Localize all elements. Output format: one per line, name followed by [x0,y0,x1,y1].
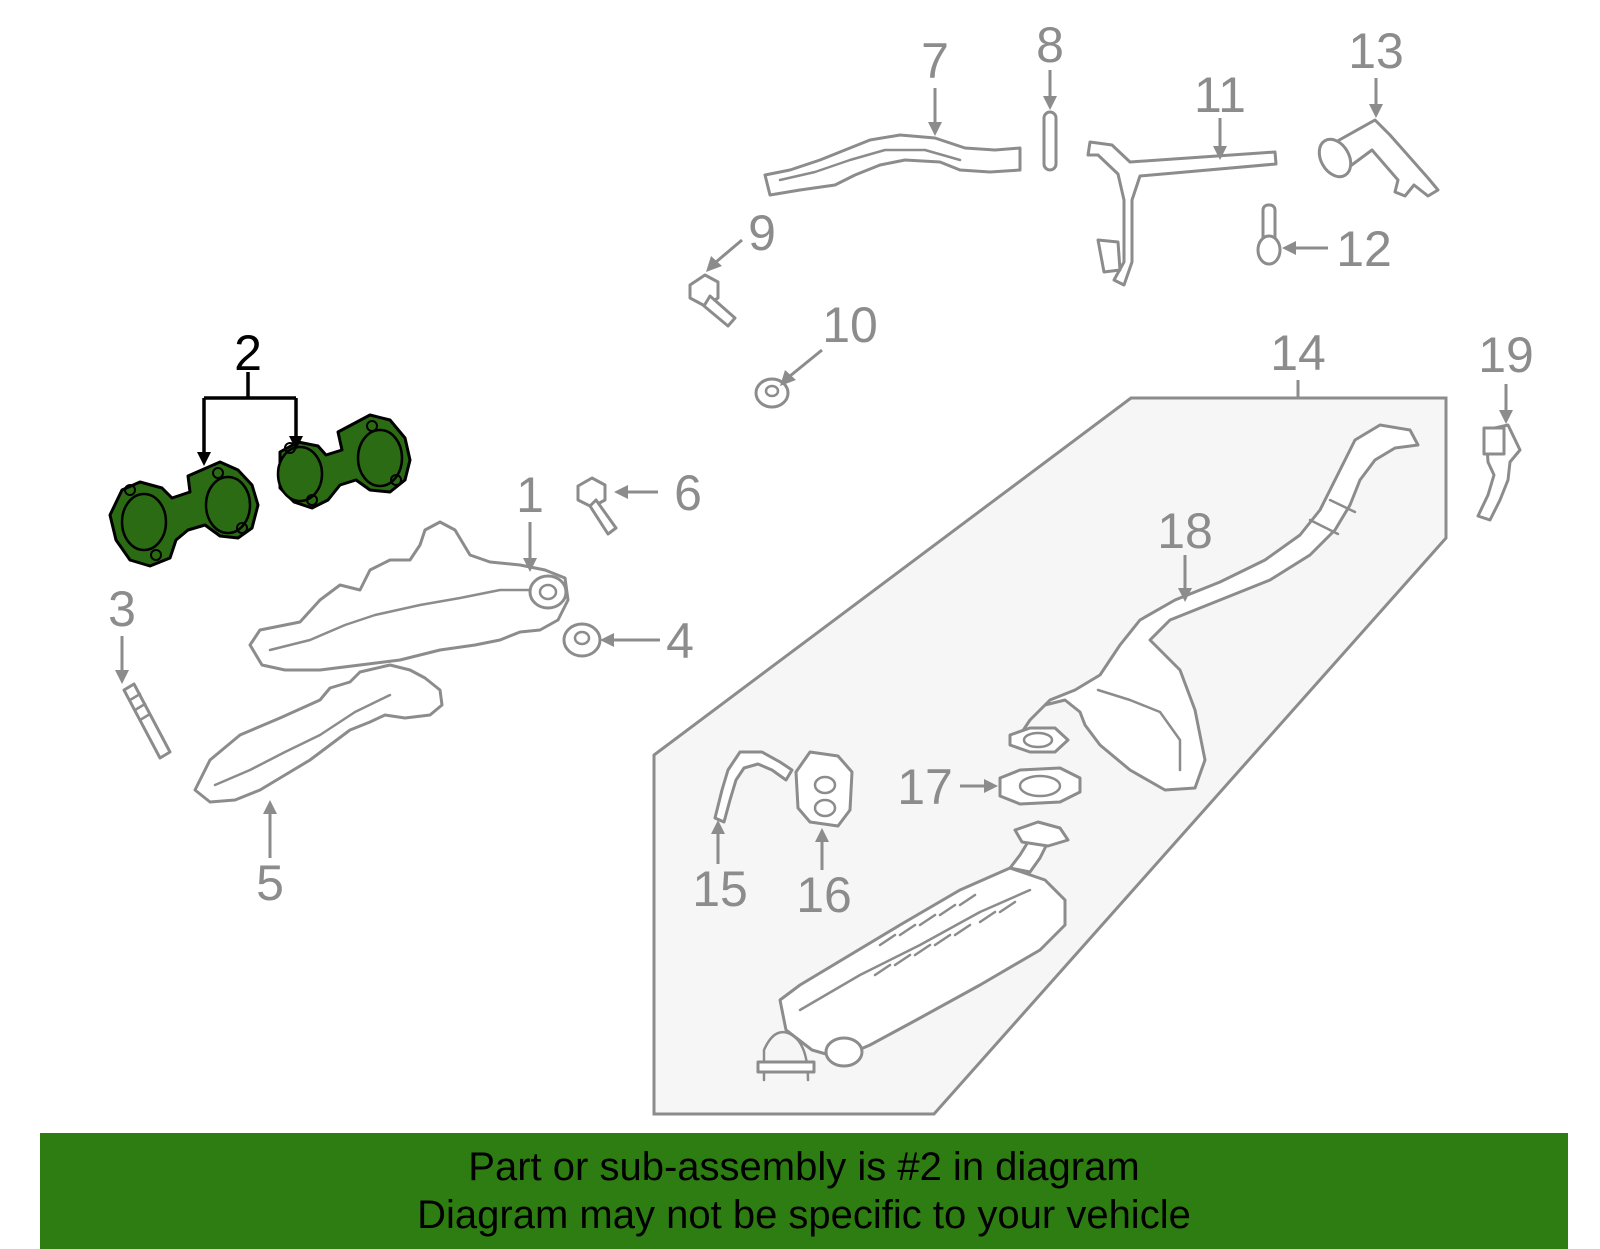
callout-4: 4 [666,613,694,669]
callout-3: 3 [108,581,136,637]
part-2-exhaust-manifold-gasket-right[interactable] [276,413,412,510]
part-1-exhaust-manifold[interactable] [248,520,570,672]
part-5-heat-shield[interactable] [193,663,444,804]
part-8-pin[interactable] [1042,110,1058,172]
callout-5: 5 [256,855,284,911]
part-2-exhaust-manifold-gasket-left[interactable] [108,460,260,568]
part-12-bolt[interactable] [1256,203,1282,266]
callout-2: 2 [234,325,262,381]
part-16-insulator[interactable] [794,750,854,828]
callout-19: 19 [1478,327,1534,383]
callout-11: 11 [1194,67,1246,123]
callout-7: 7 [921,33,949,89]
leader-lines [115,70,1513,870]
part-19-bracket[interactable] [1476,423,1522,522]
callouts: 2 1 3 4 5 6 7 8 9 10 11 12 13 14 15 16 1… [108,17,1534,923]
part-13-hanger[interactable] [1313,118,1440,198]
callout-8: 8 [1036,17,1064,73]
callout-14: 14 [1270,325,1326,381]
part-18-flange [1008,726,1070,754]
callout-1: 1 [516,467,544,523]
part-17-flange-gasket[interactable] [998,766,1082,806]
part-7-crossover-pipe[interactable] [763,133,1022,197]
callout-13: 13 [1348,23,1404,79]
callout-6: 6 [674,465,702,521]
part-15-hanger-rod[interactable] [713,750,794,824]
callout-15: 15 [692,861,748,917]
banner-line-1: Part or sub-assembly is #2 in diagram [468,1145,1140,1189]
callout-18: 18 [1157,503,1213,559]
part-18-tailpipe-assembly[interactable] [1018,423,1420,792]
callout-12: 12 [1336,221,1392,277]
u-clamp[interactable] [756,1030,816,1082]
callout-16: 16 [796,867,852,923]
part-info-banner: Part or sub-assembly is #2 in diagram Di… [40,1133,1568,1249]
banner-line-2: Diagram may not be specific to your vehi… [417,1193,1191,1237]
part-9-bolt[interactable] [688,273,737,328]
part-11-bracket[interactable] [1086,140,1278,287]
callout-9: 9 [748,205,776,261]
part-4-nut[interactable] [562,622,602,658]
muffler[interactable] [778,820,1070,1068]
callout-10: 10 [822,297,878,353]
part-6-bolt[interactable] [576,476,618,536]
callout-17: 17 [897,759,953,815]
part-3-stud[interactable] [122,682,172,760]
